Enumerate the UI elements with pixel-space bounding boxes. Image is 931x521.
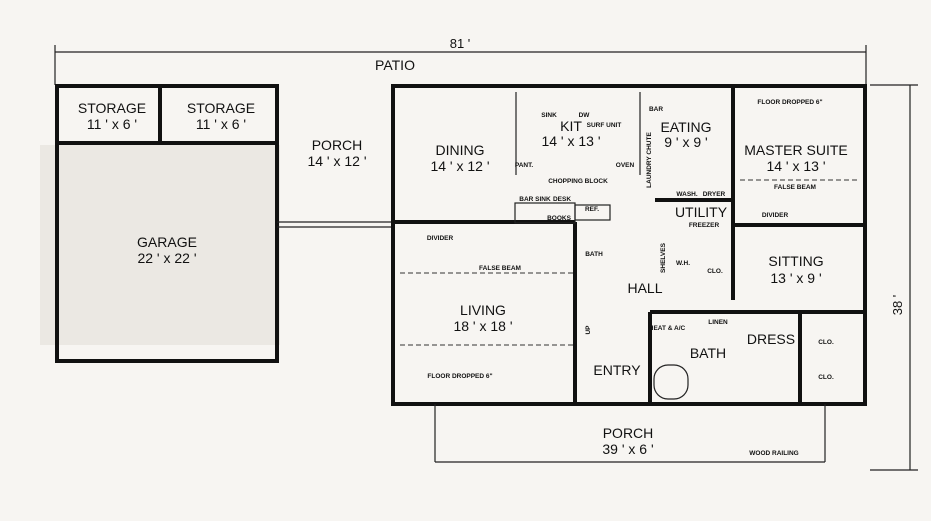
depth-dimension: 38 ' bbox=[890, 295, 905, 316]
storage2-name: STORAGE bbox=[187, 100, 255, 116]
heat-ac-label: HEAT & A/C bbox=[649, 325, 686, 332]
patio-label: PATIO bbox=[375, 57, 415, 73]
room-labels: STORAGE 11 ' x 6 ' STORAGE 11 ' x 6 ' GA… bbox=[78, 100, 848, 457]
porch-back-name: PORCH bbox=[312, 137, 363, 153]
wash-label: WASH. bbox=[676, 191, 698, 198]
pantry-label: PANT. bbox=[515, 162, 533, 169]
dining-size: 14 ' x 12 ' bbox=[430, 158, 489, 174]
linen-label: LINEN bbox=[708, 319, 728, 326]
kitchen-size: 14 ' x 13 ' bbox=[541, 133, 600, 149]
eating-size: 9 ' x 9 ' bbox=[664, 134, 707, 150]
living-false-beam-label: FALSE BEAM bbox=[479, 265, 521, 272]
laundry-chute-label: LAUNDRY CHUTE bbox=[646, 132, 653, 188]
bath-small-label: BATH bbox=[585, 251, 603, 258]
clo-label-1: CLO. bbox=[818, 339, 834, 346]
dining-name: DINING bbox=[436, 142, 485, 158]
books-label: BOOKS bbox=[547, 215, 572, 222]
bar-label: BAR bbox=[649, 106, 663, 113]
garage-block bbox=[40, 84, 392, 363]
sink-label: SINK bbox=[541, 112, 557, 119]
chopping-block-label: CHOPPING BLOCK bbox=[548, 178, 608, 185]
eating-name: EATING bbox=[660, 119, 711, 135]
kitchen-name: KIT bbox=[560, 118, 582, 134]
living-size: 18 ' x 18 ' bbox=[453, 318, 512, 334]
bath-name: BATH bbox=[690, 345, 726, 361]
floor-dropped-living-label: FLOOR DROPPED 6" bbox=[427, 373, 492, 380]
garage-name: GARAGE bbox=[137, 234, 197, 250]
porch-front-size: 39 ' x 6 ' bbox=[602, 441, 653, 457]
storage2-size: 11 ' x 6 ' bbox=[196, 116, 246, 132]
living-divider-label: DIVIDER bbox=[427, 235, 454, 242]
clo-label-2: CLO. bbox=[818, 374, 834, 381]
shelves-label: SHELVES bbox=[660, 242, 667, 273]
wood-railing-label: WOOD RAILING bbox=[749, 450, 798, 457]
storage1-name: STORAGE bbox=[78, 100, 146, 116]
entry-name: ENTRY bbox=[593, 362, 641, 378]
surf-unit-label: SURF UNIT bbox=[587, 122, 622, 129]
bar-sink-label: BAR SINK bbox=[519, 196, 551, 203]
dress-name: DRESS bbox=[747, 331, 795, 347]
divider-label: DIVIDER bbox=[762, 212, 789, 219]
clo-label: CLO. bbox=[707, 268, 723, 275]
sitting-size: 13 ' x 9 ' bbox=[770, 270, 821, 286]
master-size: 14 ' x 13 ' bbox=[766, 158, 825, 174]
sitting-name: SITTING bbox=[768, 253, 823, 269]
living-name: LIVING bbox=[460, 302, 506, 318]
freezer-label: FREEZER bbox=[689, 222, 720, 229]
storage1-size: 11 ' x 6 ' bbox=[87, 116, 137, 132]
dimension-lines bbox=[54, 45, 918, 471]
porch-front-name: PORCH bbox=[603, 425, 654, 441]
dw-label: DW bbox=[579, 112, 591, 119]
oven-label: OVEN bbox=[616, 162, 635, 169]
stairs-up-label: UP bbox=[585, 325, 592, 335]
floor-dropped-master-label: FLOOR DROPPED 6" bbox=[757, 99, 822, 106]
dryer-label: DRYER bbox=[703, 191, 726, 198]
desk-label: DESK bbox=[553, 196, 571, 203]
wh-label: W.H. bbox=[676, 260, 690, 267]
garage-size: 22 ' x 22 ' bbox=[137, 250, 196, 266]
porch-back-size: 14 ' x 12 ' bbox=[307, 153, 366, 169]
front-porch bbox=[434, 404, 826, 463]
hall-name: HALL bbox=[627, 280, 662, 296]
utility-name: UTILITY bbox=[675, 204, 728, 220]
fixture-labels: SINK DW SURF UNIT BAR PANT. OVEN LAUNDRY… bbox=[427, 99, 834, 457]
width-dimension: 81 ' bbox=[450, 36, 471, 51]
false-beam-label: FALSE BEAM bbox=[774, 184, 816, 191]
master-name: MASTER SUITE bbox=[744, 142, 847, 158]
main-house bbox=[391, 84, 867, 406]
ref-label: REF. bbox=[585, 206, 599, 213]
